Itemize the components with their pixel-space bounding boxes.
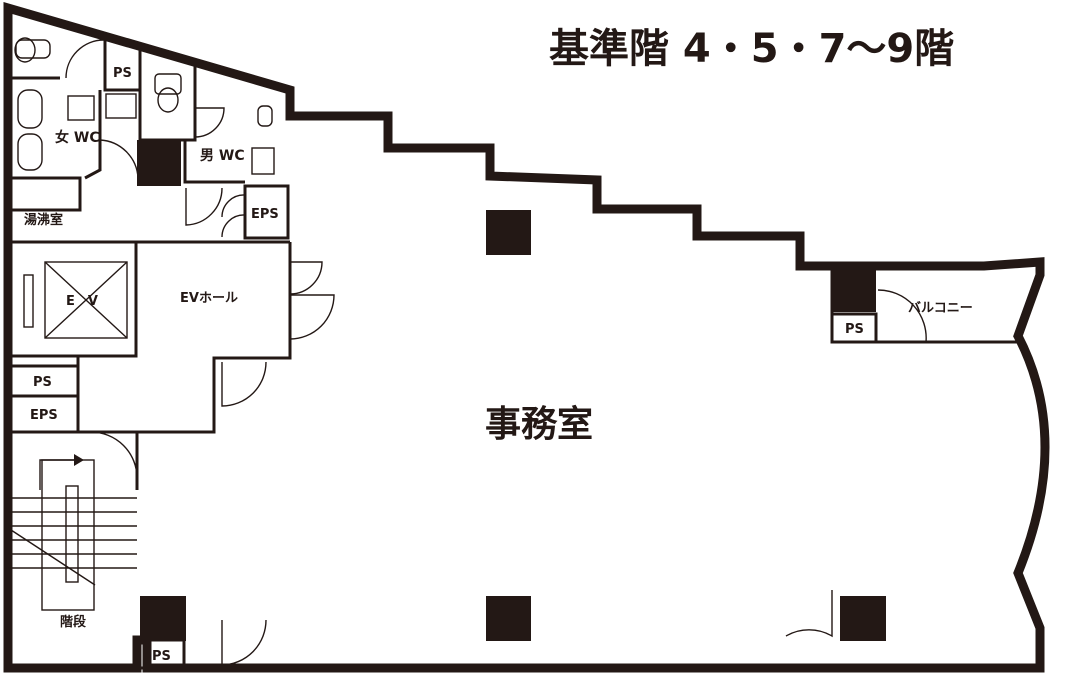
ev-hall-right [137,242,292,434]
ev-car-diag-2 [44,261,128,339]
column-office-top [486,210,531,255]
eps-top-label: EPS [251,207,279,222]
room-ev-label: E V [66,294,98,309]
eps-top-box [243,184,290,240]
page-title: 基準階 4・5・7〜9階 [549,26,954,72]
ev-car [44,261,128,339]
fixtures [14,37,275,175]
ps-balcony-label: PS [845,322,864,337]
ps-left-label: PS [33,375,52,390]
room-office-label: 事務室 [485,404,593,445]
room-mens-wc-label: 男 WC [200,148,245,164]
column-office-bottom [486,596,531,641]
outer-wall [3,2,1050,673]
stair-center-rail [65,485,79,583]
wc-lower-wall [8,176,82,212]
room-balcony-label: バルコニー [908,301,973,316]
room-stairs-label: 階段 [60,614,86,630]
mens-lower-wall [183,140,245,184]
stair-treads [8,497,137,569]
room-kitchenette-label: 湯沸室 [24,212,63,228]
room-ev-hall-label: EVホール [180,291,238,306]
column-balcony [832,266,876,312]
stair-landing-rail [41,459,95,611]
stair-arrow-head [74,454,84,466]
ps-balcony-box [830,312,878,344]
room-womens-wc-label: 女 WC [55,129,100,146]
ev-shaft [6,240,138,358]
stair-wall [76,356,139,490]
ps-bottom-label: PS [152,649,171,664]
column-bottom-right [840,596,886,641]
wc-separator [84,90,102,180]
stair-cut [7,527,96,586]
stair-arrow [39,459,74,490]
eps-left-label: EPS [30,408,58,423]
ev-counterweight [23,274,34,328]
column-bottom-left [140,596,186,641]
column-core [137,140,181,186]
ps-top-label: PS [113,66,132,81]
